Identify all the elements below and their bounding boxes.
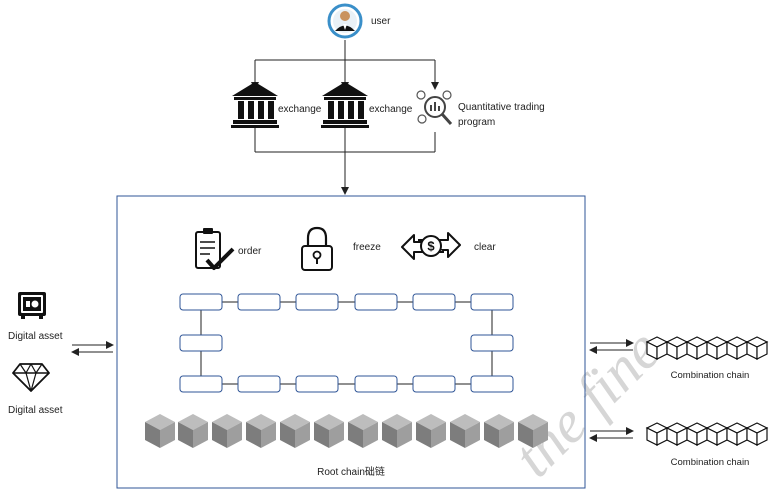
chain-node <box>179 334 223 352</box>
block-cube-icon <box>314 414 344 448</box>
left-bidirectional-arrows <box>71 341 114 356</box>
block-outline-icon <box>706 422 728 446</box>
order-action: order <box>195 228 262 270</box>
root-system-frame <box>116 195 586 489</box>
diamond-icon <box>12 363 50 392</box>
chain-node <box>179 293 223 311</box>
bank-icon <box>231 82 279 128</box>
block-cube-icon <box>382 414 412 448</box>
exchange-label-1: exchange <box>278 104 322 115</box>
exchange-node-2: exchange <box>321 82 413 128</box>
quant-label-line1: Quantitative trading <box>458 102 545 113</box>
exchange-node-1: exchange <box>231 82 322 128</box>
combination-chain-label-1: Combination chain <box>671 370 750 381</box>
block-outline-icon <box>726 336 748 360</box>
svg-text:$: $ <box>427 239 435 254</box>
quant-program-node: Quantitative trading program <box>416 90 545 128</box>
root-chain-label: Root chain础链 <box>317 465 385 478</box>
clipboard-check-icon <box>195 228 235 270</box>
chain-node <box>354 375 398 393</box>
clear-action: $ clear <box>401 232 496 260</box>
combination-chain-2: Combination chain <box>646 422 768 468</box>
digital-asset-safe: Digital asset <box>8 292 63 342</box>
chain-node <box>470 293 514 311</box>
block-outline-icon <box>646 422 668 446</box>
chain-node <box>295 293 339 311</box>
block-outline-icon <box>706 336 728 360</box>
combination-chain-label-2: Combination chain <box>671 457 750 468</box>
analytics-magnifier-icon <box>416 90 453 126</box>
user-avatar-icon <box>327 3 363 39</box>
digital-asset-diamond: Digital asset <box>8 363 63 416</box>
chain-node <box>237 375 281 393</box>
clear-label: clear <box>474 242 496 253</box>
node-ring <box>179 293 514 393</box>
chain-node <box>179 375 223 393</box>
block-cube-icon <box>450 414 480 448</box>
digital-asset-label-2: Digital asset <box>8 405 63 416</box>
quant-label-line2: program <box>458 117 495 128</box>
right-bidirectional-arrows-2 <box>589 427 634 442</box>
order-label: order <box>238 246 262 257</box>
block-cube-icon <box>145 414 175 448</box>
chain-node <box>237 293 281 311</box>
block-outline-icon <box>746 422 768 446</box>
chain-node <box>354 293 398 311</box>
chain-node <box>412 293 456 311</box>
block-outline-icon <box>646 336 668 360</box>
freeze-action: freeze <box>301 226 381 271</box>
block-outline-icon <box>726 422 748 446</box>
block-outline-icon <box>746 336 768 360</box>
dollar-exchange-icon: $ <box>401 232 461 260</box>
block-cube-icon <box>178 414 208 448</box>
block-cube-icon <box>348 414 378 448</box>
exchange-label-2: exchange <box>369 104 413 115</box>
block-outline-icon <box>686 422 708 446</box>
root-chain-blocks <box>145 414 548 448</box>
user-node: user <box>327 3 391 39</box>
user-label: user <box>371 16 391 27</box>
combination-chain-1: Combination chain <box>646 336 768 381</box>
block-cube-icon <box>416 414 446 448</box>
freeze-label: freeze <box>353 242 381 253</box>
block-outline-icon <box>666 422 688 446</box>
block-cube-icon <box>212 414 242 448</box>
bank-icon <box>321 82 369 128</box>
chain-node <box>470 375 514 393</box>
chain-node <box>295 375 339 393</box>
safe-icon <box>18 292 46 319</box>
block-cube-icon <box>246 414 276 448</box>
top-connectors <box>251 40 439 195</box>
block-cube-icon <box>280 414 310 448</box>
chain-node <box>470 334 514 352</box>
right-bidirectional-arrows-1 <box>589 339 634 354</box>
block-outline-icon <box>666 336 688 360</box>
digital-asset-label-1: Digital asset <box>8 331 63 342</box>
lock-icon <box>301 226 333 271</box>
chain-node <box>412 375 456 393</box>
block-outline-icon <box>686 336 708 360</box>
